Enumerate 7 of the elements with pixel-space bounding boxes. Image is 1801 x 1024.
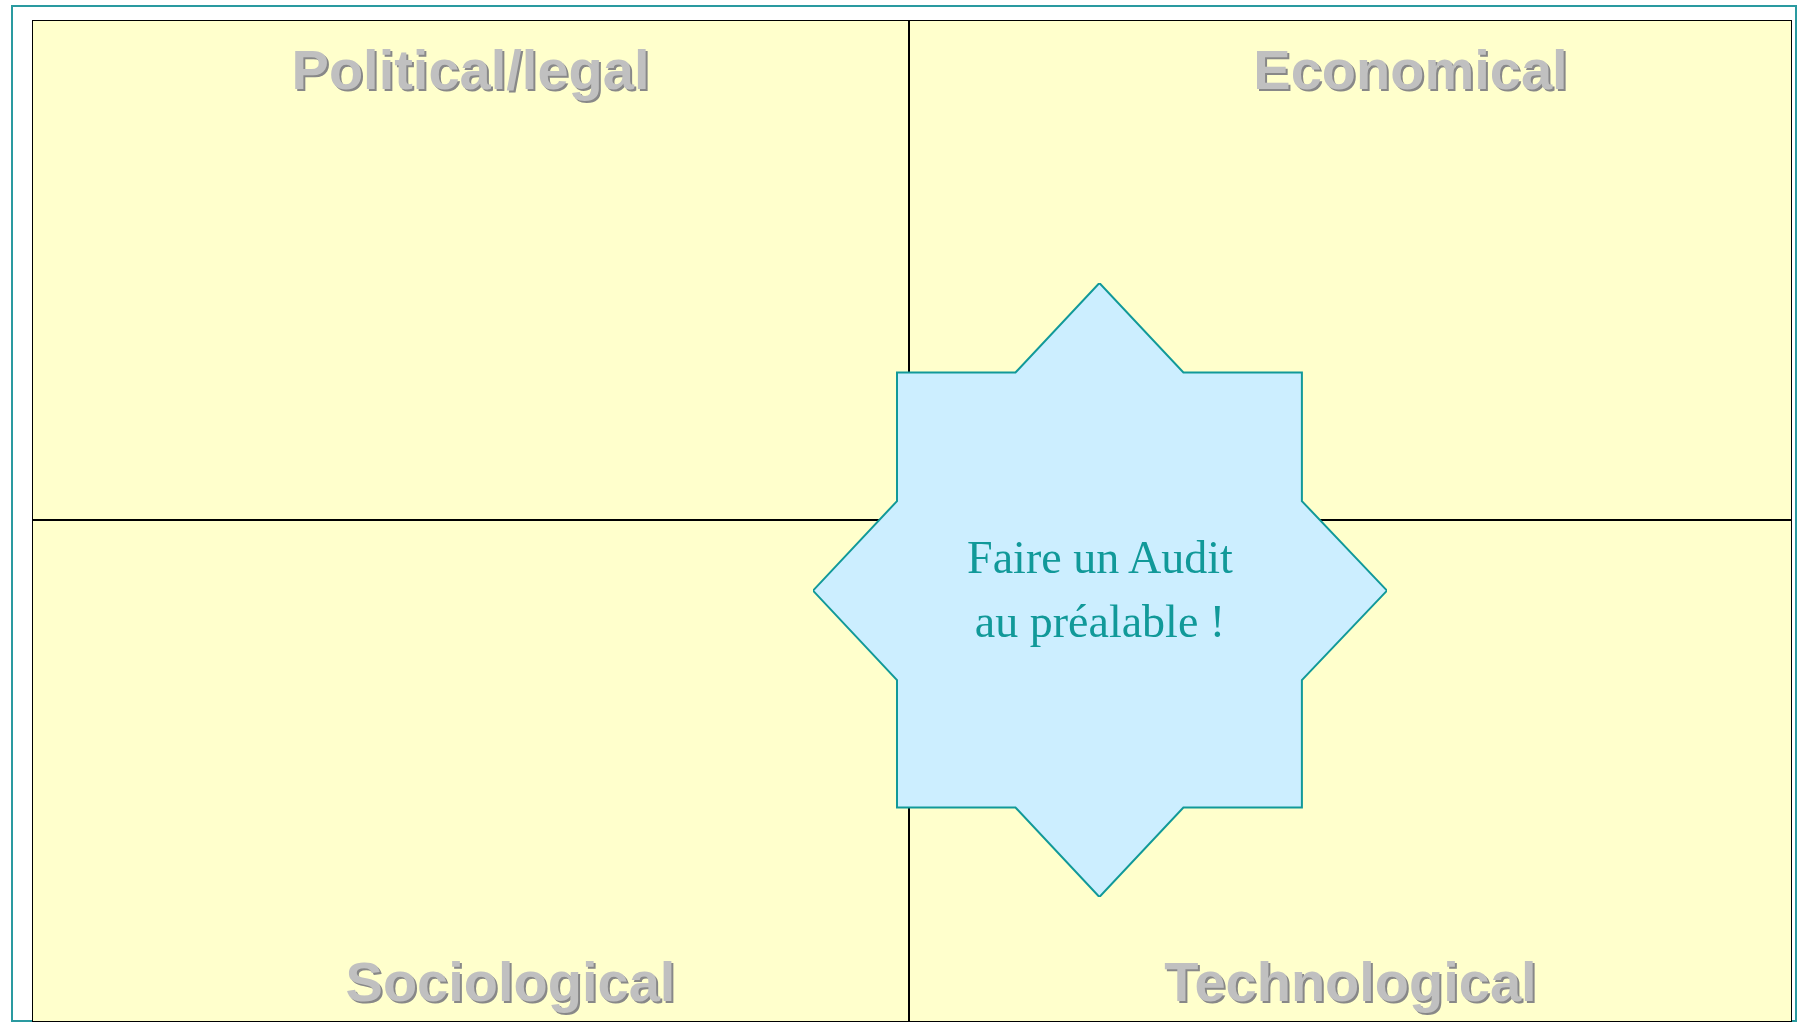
quadrant-box xyxy=(32,520,909,1022)
quadrant-title: Sociological xyxy=(345,949,676,1015)
quadrant-title: Political/legal xyxy=(291,37,650,103)
star-text: Faire un Audit au préalable ! xyxy=(966,531,1234,649)
quadrant-box xyxy=(32,20,909,520)
quadrant-title: Technological xyxy=(1164,949,1537,1015)
quadrant-title: Economical xyxy=(1253,37,1568,103)
